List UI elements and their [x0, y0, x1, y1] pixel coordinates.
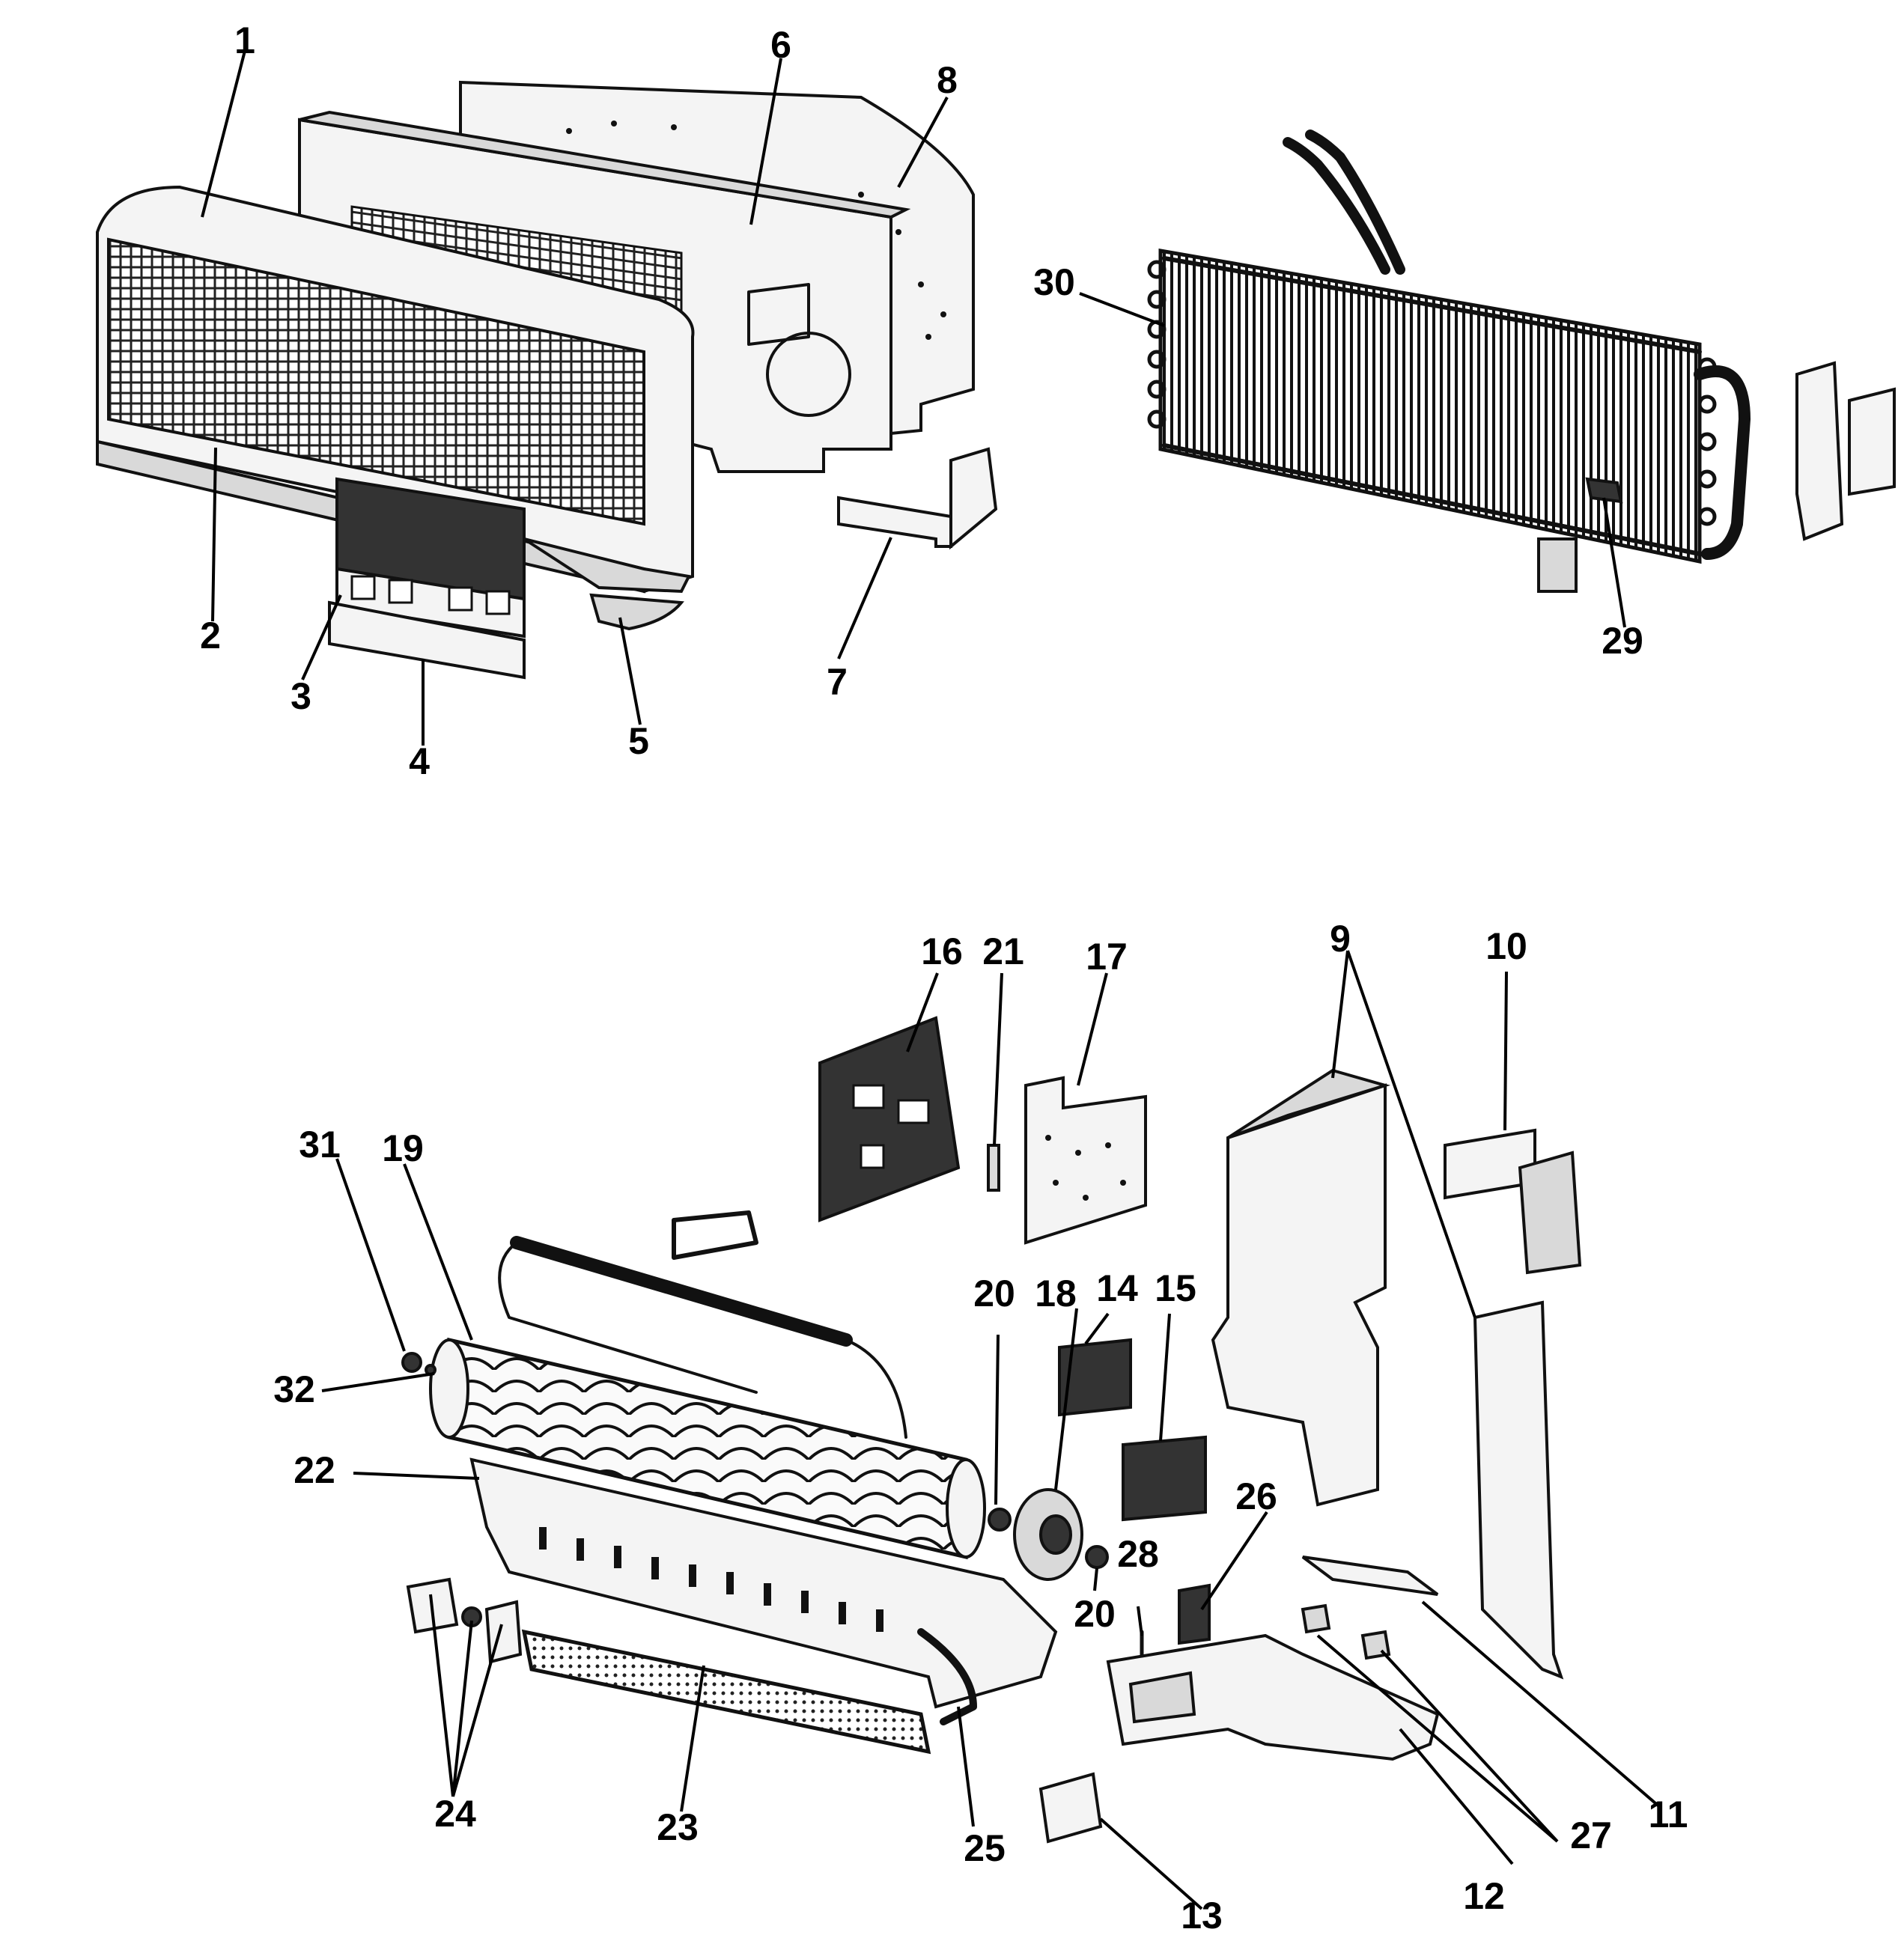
callout-22: 22	[293, 1449, 335, 1491]
leader-lines	[201, 50, 1662, 1910]
callout-20b: 20	[1074, 1593, 1116, 1635]
callout-10: 10	[1485, 925, 1527, 967]
thermistor-clip	[1537, 477, 1623, 593]
callout-23: 23	[657, 1806, 699, 1848]
callout-11: 11	[1649, 1794, 1688, 1835]
callout-32: 32	[273, 1368, 315, 1410]
callout-20: 20	[973, 1273, 1015, 1314]
fan-motor	[1013, 1488, 1083, 1581]
callout-15: 15	[1155, 1267, 1196, 1309]
callout-19: 19	[382, 1127, 424, 1169]
callout-5: 5	[628, 720, 649, 762]
callout-21: 21	[982, 930, 1024, 972]
callout-4: 4	[409, 740, 430, 782]
callout-3: 3	[291, 675, 311, 717]
drain-tube	[917, 1628, 977, 1725]
bearing	[401, 1352, 437, 1376]
cover-plate	[1473, 1300, 1564, 1680]
transformer	[1444, 1128, 1582, 1275]
callout-2: 2	[200, 615, 221, 656]
callout-30: 30	[1033, 261, 1075, 303]
cross-flow-fan	[429, 1337, 986, 1560]
callout-31: 31	[299, 1124, 341, 1165]
heater-element	[498, 1210, 907, 1439]
air-filter	[328, 477, 526, 680]
electrical-box	[1211, 1068, 1391, 1507]
chassis-frame	[298, 110, 911, 473]
evaporator-coil	[1147, 129, 1751, 564]
callout-6: 6	[770, 24, 791, 66]
terminal-board	[1024, 1076, 1147, 1245]
callout-1: 1	[234, 19, 255, 61]
callout-26: 26	[1235, 1475, 1277, 1517]
motor-rubber	[988, 1508, 1109, 1569]
callout-7: 7	[827, 661, 848, 703]
callout-25: 25	[964, 1827, 1006, 1869]
side-bracket	[837, 447, 998, 550]
callout-14: 14	[1096, 1267, 1138, 1309]
holder-plate	[1038, 1772, 1103, 1844]
louver-motor-parts	[406, 1577, 523, 1664]
callout-8: 8	[937, 59, 958, 101]
callout-27: 27	[1570, 1814, 1612, 1856]
fuse	[987, 1144, 1000, 1192]
control-pcb	[818, 1016, 961, 1222]
capacitor-a	[1058, 1338, 1132, 1417]
callout-17: 17	[1086, 936, 1128, 978]
display-pcb	[1301, 1555, 1439, 1596]
base-frame	[1106, 1633, 1440, 1761]
callout-18: 18	[1035, 1273, 1077, 1314]
capacitor-b	[1122, 1435, 1207, 1522]
callout-labels: 1 2 3 4 5 6 7 8 9 10 11 12 13 14 15 16 1…	[200, 19, 1688, 1937]
coil-side-bracket	[1795, 361, 1896, 541]
drain-hose	[521, 1629, 931, 1755]
callout-16: 16	[921, 930, 963, 972]
callout-13: 13	[1181, 1895, 1223, 1937]
callout-12: 12	[1463, 1875, 1505, 1917]
drain-pan	[469, 1457, 1058, 1709]
sensor-pcb	[1178, 1583, 1211, 1645]
receiver-units	[1301, 1603, 1391, 1660]
callout-28: 28	[1117, 1533, 1159, 1575]
callout-29: 29	[1602, 620, 1643, 662]
callout-24: 24	[434, 1793, 476, 1835]
callout-9: 9	[1330, 918, 1351, 960]
air-guide-flap	[589, 593, 684, 631]
